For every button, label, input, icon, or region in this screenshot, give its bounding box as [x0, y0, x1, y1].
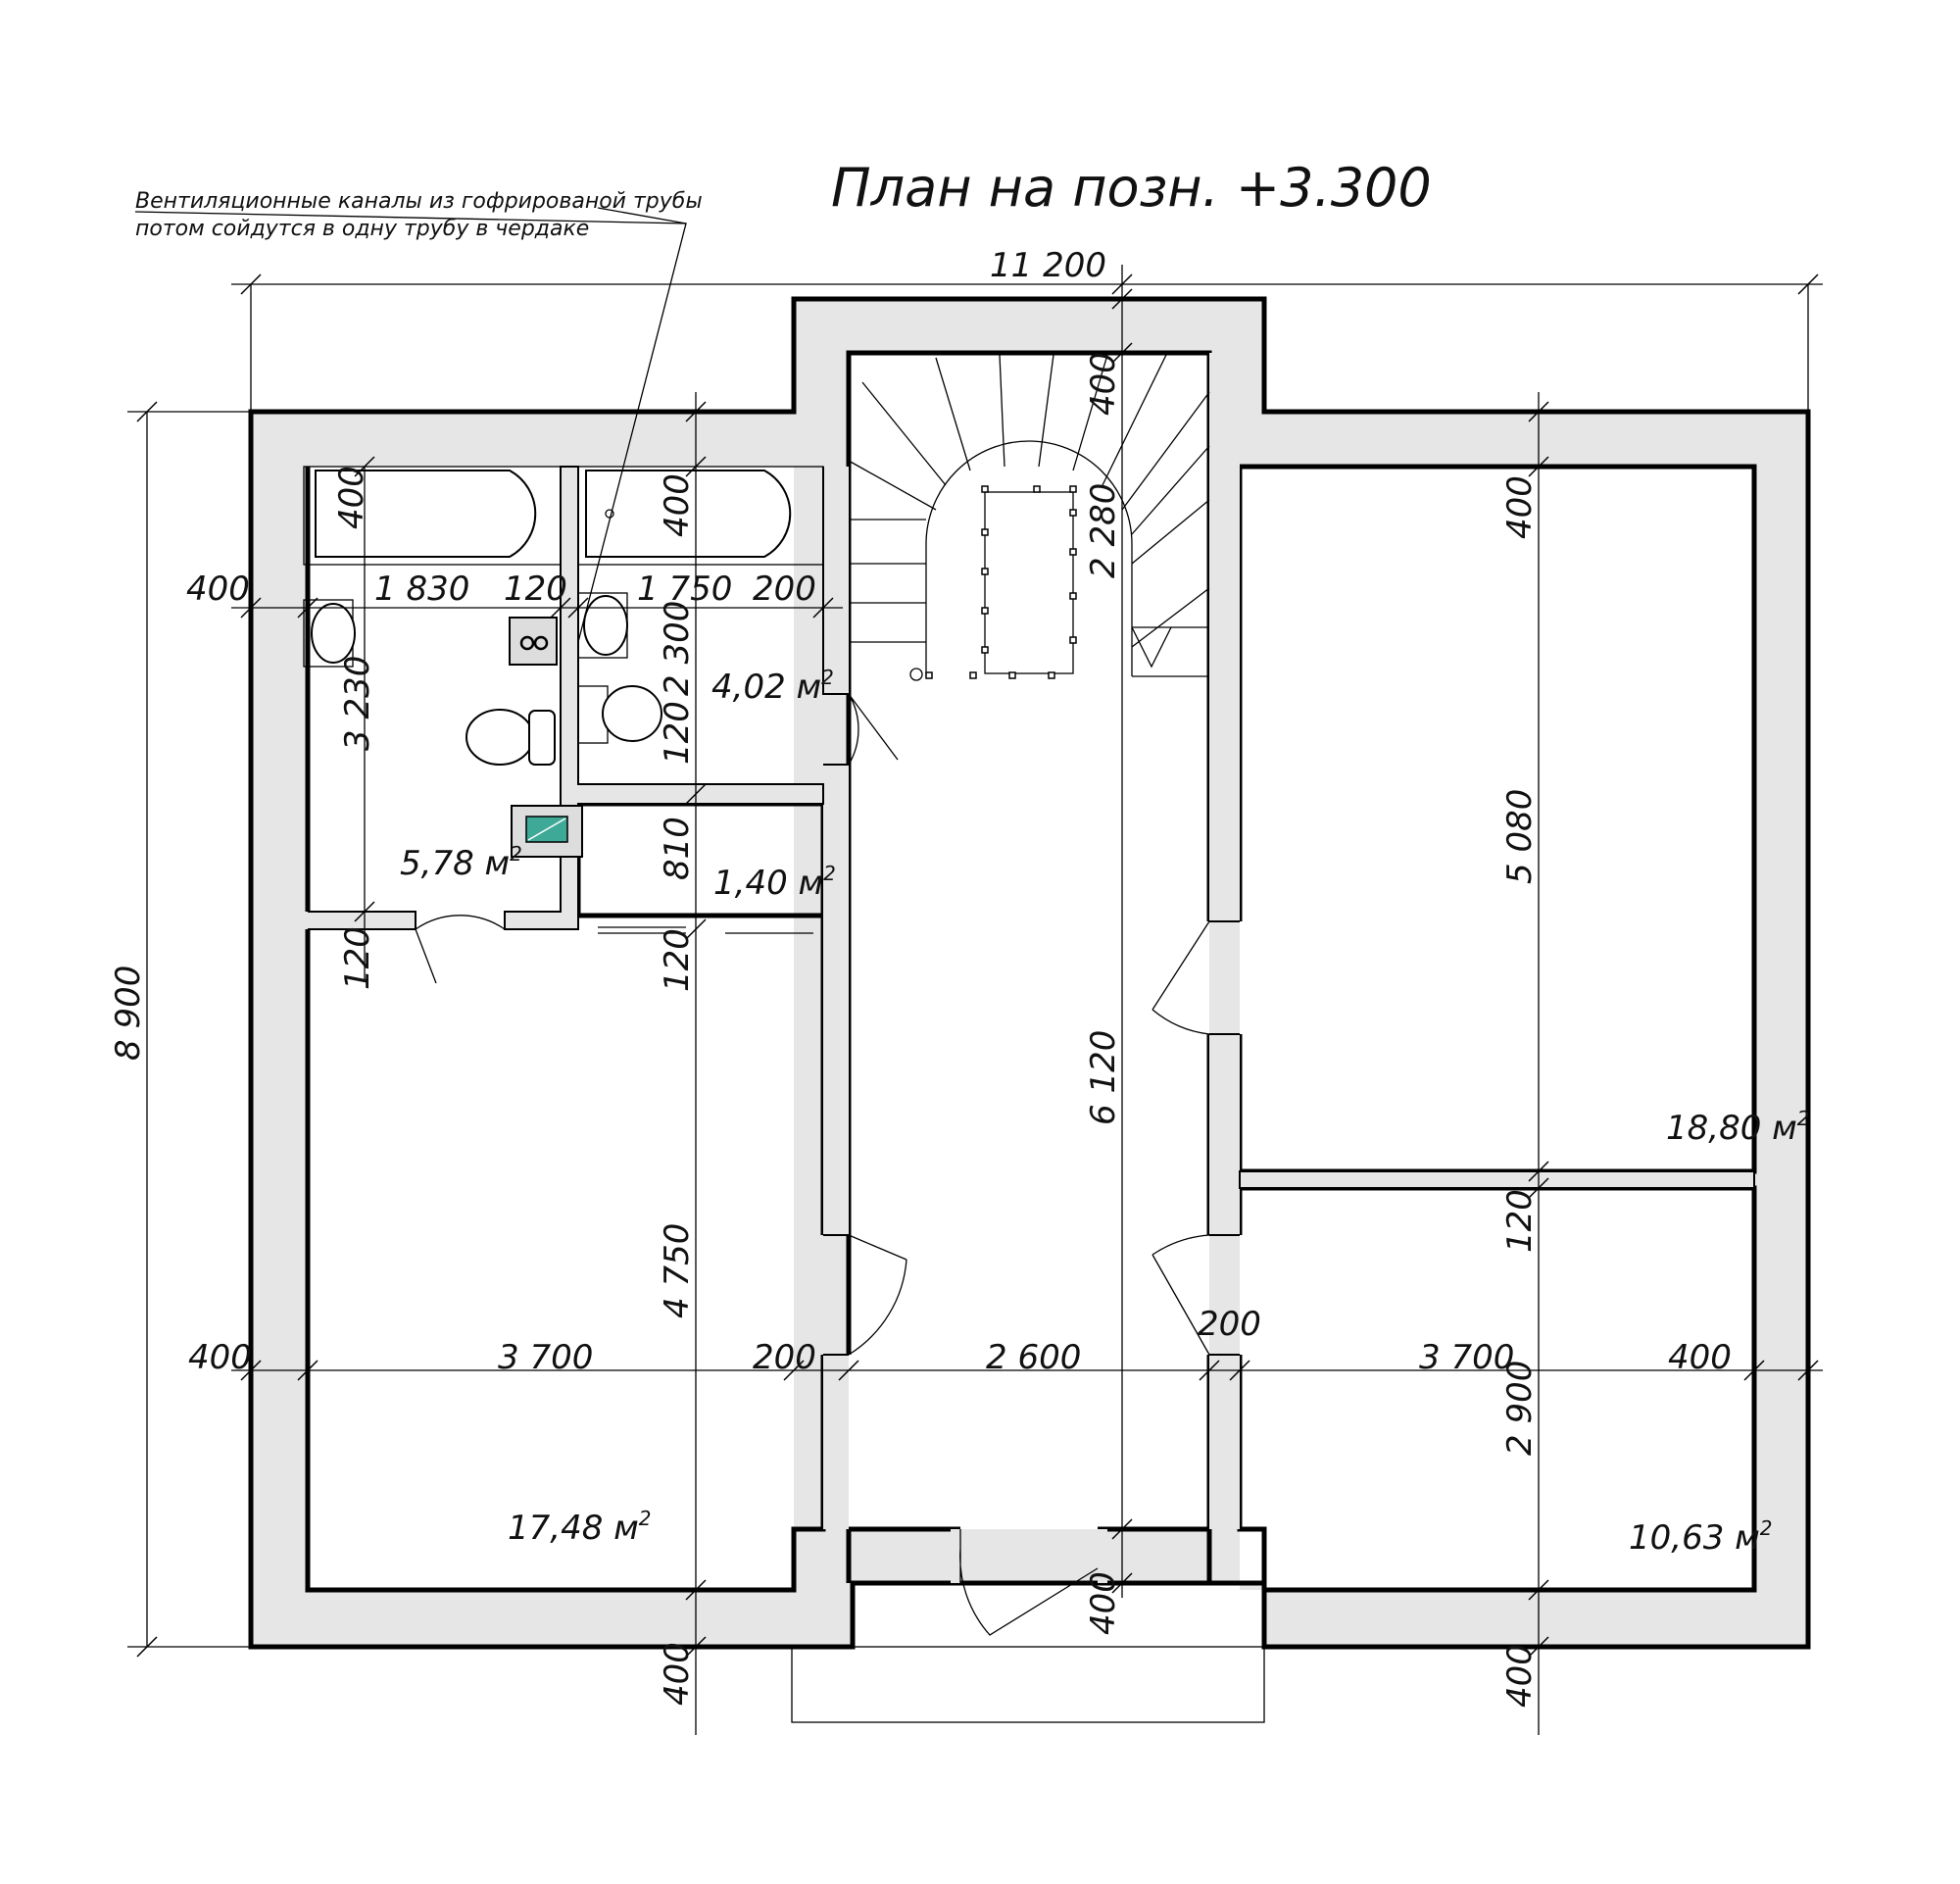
dim-stair-2280: 2 280	[1084, 483, 1123, 578]
dim-overall-width: 11 200	[990, 246, 1106, 285]
door-bath1	[415, 915, 506, 984]
note-line-1: Вентиляционные каналы из гофрированой тр…	[135, 189, 703, 214]
corridor-wall-right	[1209, 353, 1240, 921]
dim-corridor-6120: 6 120	[1084, 1030, 1123, 1125]
dim-wall-200-left: 200	[753, 1338, 816, 1377]
entrance-outline	[846, 1529, 1212, 1583]
door-room-left	[848, 1234, 907, 1356]
partition-bath2-closet	[578, 784, 823, 804]
door-room-right	[1152, 920, 1210, 1035]
dim-partition-120-e: 120	[1500, 1189, 1540, 1253]
entrance-jamb-left	[951, 1529, 960, 1583]
partition-rooms-right-outline	[1239, 1170, 1755, 1189]
doors	[415, 693, 1210, 1636]
dimension-labels: 11 200 400 1 830 120 1 750 200 400 3 700…	[109, 246, 1732, 1708]
dim-tub2-depth: 400	[658, 473, 697, 537]
dim-room-left-height: 4 750	[658, 1223, 697, 1318]
dim-left-wall-bottom: 400	[188, 1338, 252, 1377]
bath1-tub	[315, 470, 537, 558]
dim-closet-810: 810	[658, 817, 697, 880]
plan-title: План на позн. +3.300	[831, 157, 1432, 219]
dim-partition-120-b: 120	[658, 701, 697, 765]
door-balcony	[959, 1529, 1099, 1636]
dim-partition-120-a: 120	[504, 570, 567, 609]
bath2-toilet	[602, 685, 662, 742]
dim-room-br-width: 3 700	[1419, 1338, 1514, 1377]
partition-bath1-bottom-a	[308, 912, 416, 929]
partition-rooms-right	[1240, 1171, 1754, 1188]
dim-right-wall-400: 400	[1668, 1338, 1732, 1377]
corridor-wall-left-low	[823, 1355, 849, 1529]
stair-posts	[925, 485, 1077, 679]
bath1-toilet-tank	[528, 710, 556, 766]
dim-bath1-width: 1 830	[374, 570, 469, 609]
dim-tub1-depth: 400	[332, 466, 371, 529]
partition-bath1-bath2	[561, 467, 578, 912]
dim-room-right-height: 5 080	[1500, 789, 1540, 884]
bath2-sink	[583, 595, 628, 656]
area-room-right: 18,80 м2	[1666, 1107, 1810, 1148]
bath2-tub	[585, 470, 792, 558]
door-closet	[598, 926, 813, 934]
stair-opening	[984, 491, 1074, 674]
dim-wall-200-right: 200	[1198, 1305, 1261, 1344]
dim-corridor-width: 2 600	[986, 1338, 1081, 1377]
area-bath2: 4,02 м2	[711, 666, 834, 707]
entrance-jamb-right	[1098, 1529, 1107, 1583]
bath2-right-wall	[823, 467, 849, 694]
fixtures	[303, 466, 824, 858]
corridor-wall-right-mid	[1209, 1034, 1240, 1235]
dim-partition-120-d: 120	[658, 928, 697, 992]
dim-room-left-width: 3 700	[498, 1338, 593, 1377]
bath1-toilet	[466, 709, 534, 766]
stair-newel	[909, 668, 923, 681]
boiler-panel-line	[527, 818, 566, 841]
exterior-wall	[251, 299, 1808, 1647]
dim-stair-wall-200-a: 200	[753, 570, 816, 609]
staircase	[848, 354, 1210, 681]
stair-treads	[848, 354, 1210, 677]
bath2-tub-frame	[577, 466, 824, 566]
stair-curve	[925, 440, 1133, 676]
dim-bath1-height: 3 230	[338, 656, 377, 751]
bath2-right-wall-low	[823, 765, 849, 804]
dimension-ticks	[136, 273, 1819, 1658]
balcony	[791, 1646, 1265, 1723]
dim-left-wall-top: 400	[186, 570, 250, 609]
vent-pipe-b	[533, 635, 549, 651]
dimension-lines	[127, 207, 1823, 1735]
area-labels: 5,78 м2 4,02 м2 1,40 м2 17,48 м2 18,80 м…	[400, 666, 1810, 1558]
dim-bottom-400-left: 400	[658, 1642, 697, 1706]
area-bath1: 5,78 м2	[400, 842, 522, 883]
bathroom-partitions-outline	[308, 466, 1240, 1356]
tub-drain	[605, 509, 614, 519]
door-bath2	[848, 693, 899, 766]
door-room-bottom-right	[1152, 1234, 1210, 1356]
dim-bath2-width: 1 750	[637, 570, 732, 609]
dim-room-br-height: 2 900	[1500, 1361, 1540, 1456]
corridor-wall-left	[823, 765, 849, 1235]
dim-partition-120-c: 120	[338, 926, 377, 990]
vent-pipe-a	[519, 635, 535, 651]
bath1-sink	[311, 603, 356, 664]
walls	[248, 296, 1811, 1650]
dim-bottom-400-right: 400	[1500, 1644, 1540, 1708]
dim-bottom-400-mid: 400	[1084, 1571, 1123, 1635]
area-room-bottom-right: 10,63 м2	[1629, 1516, 1773, 1558]
note-line-2: потом сойдутся в одну трубу в чердаке	[135, 217, 589, 241]
partition-bath1-bottom-b	[505, 912, 578, 929]
dim-bath2-height: 2 300	[658, 601, 697, 696]
area-closet: 1,40 м2	[713, 862, 836, 903]
area-room-left: 17,48 м2	[508, 1507, 652, 1548]
corridor-wall-right-low	[1209, 1355, 1240, 1529]
stair-arrow	[1131, 626, 1172, 669]
dim-stair-top-400: 400	[1084, 352, 1123, 416]
dim-room-right-top-400: 400	[1500, 475, 1540, 539]
dim-overall-height: 8 900	[109, 966, 148, 1061]
bath1-tub-frame	[303, 466, 562, 566]
room-right-outline	[1237, 464, 1757, 1593]
